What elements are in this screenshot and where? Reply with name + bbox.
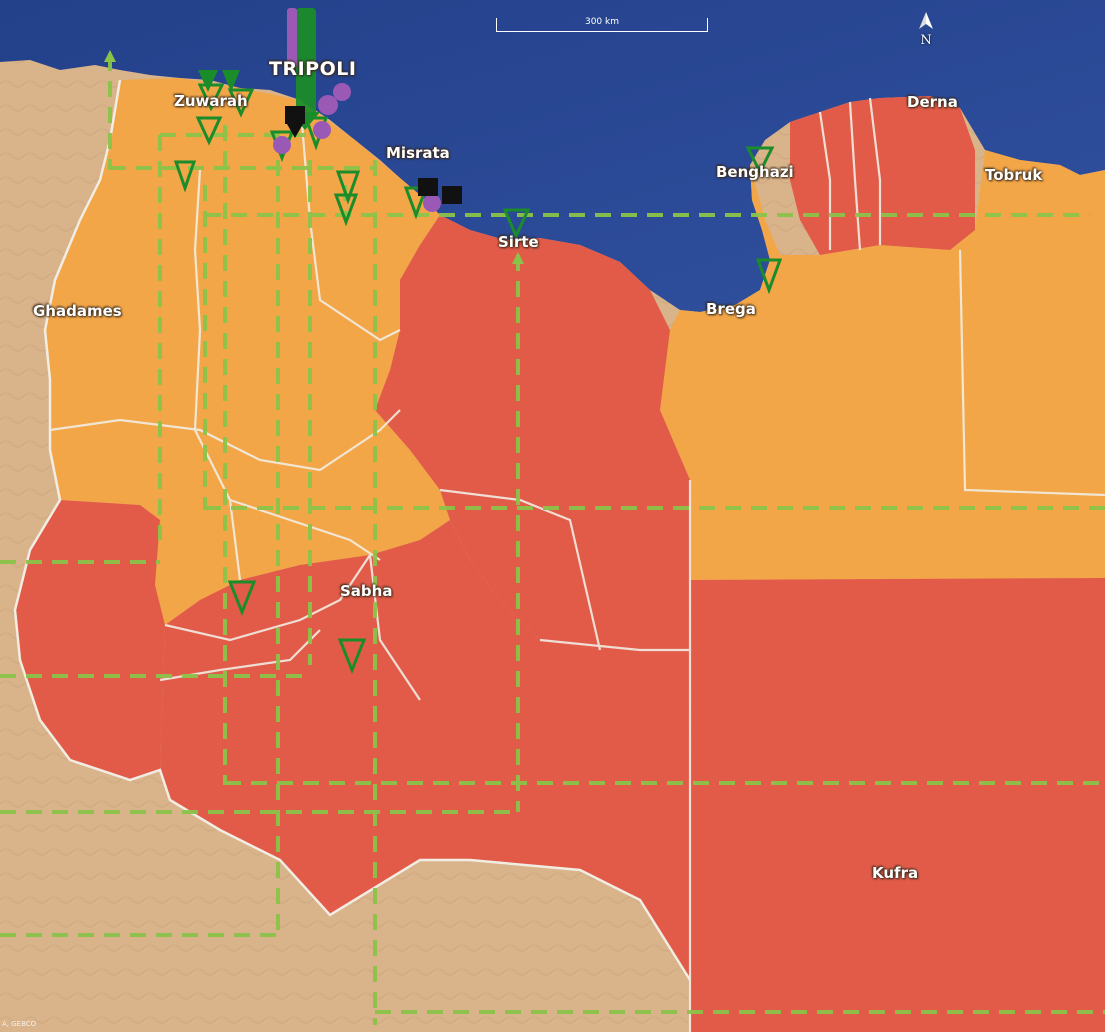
- marker-purple[interactable]: [273, 136, 291, 154]
- district-red-south[interactable]: [160, 520, 1105, 1032]
- marker-purple[interactable]: [313, 121, 331, 139]
- marker-purple[interactable]: [287, 8, 297, 68]
- city-label-zuwarah: Zuwarah: [174, 92, 248, 110]
- black-markers[interactable]: [285, 106, 462, 204]
- city-label-benghazi: Benghazi: [716, 163, 794, 181]
- marker-purple[interactable]: [333, 83, 351, 101]
- map-attribution: A, GEBCO: [2, 1020, 37, 1028]
- marker-triangle[interactable]: [745, 146, 775, 176]
- marker-purple[interactable]: [318, 95, 338, 115]
- district-red-cyrenaica[interactable]: [790, 96, 975, 255]
- marker-triangle[interactable]: [337, 638, 367, 675]
- marker-black[interactable]: [418, 178, 438, 196]
- north-arrow-icon: N: [914, 12, 938, 50]
- city-label-tripoli: TRIPOLI: [269, 58, 357, 80]
- marker-triangle[interactable]: [403, 186, 429, 220]
- marker-triangle[interactable]: [502, 208, 531, 240]
- scale-label: 300 km: [584, 17, 620, 27]
- city-label-sabha: Sabha: [340, 582, 393, 600]
- district-borders: [49, 97, 1105, 1032]
- marker-black[interactable]: [442, 186, 462, 204]
- marker-triangle[interactable]: [227, 580, 257, 617]
- city-label-brega: Brega: [706, 300, 756, 318]
- city-label-tobruk: Tobruk: [985, 166, 1043, 184]
- marker-triangle[interactable]: [173, 160, 197, 193]
- marker-triangle[interactable]: [227, 88, 255, 118]
- districts: [15, 78, 1105, 1032]
- scale-bar: 300 km: [496, 17, 708, 32]
- city-label-misrata: Misrata: [386, 144, 450, 162]
- marker-triangle[interactable]: [195, 116, 223, 146]
- marker-black[interactable]: [285, 106, 305, 124]
- district-red-central[interactable]: [375, 215, 690, 650]
- north-arrow-shape: [919, 12, 933, 29]
- mediterranean-sea: [0, 0, 1105, 312]
- north-label: N: [920, 33, 932, 48]
- marker-triangle[interactable]: [335, 170, 361, 205]
- grid-arrows: [104, 50, 524, 264]
- district-red-southwest[interactable]: [15, 500, 165, 780]
- marker-triangle[interactable]: [333, 193, 359, 227]
- marker-purple[interactable]: [423, 194, 441, 212]
- city-label-kufra: Kufra: [872, 864, 919, 882]
- district-orange-east[interactable]: [660, 150, 1105, 580]
- city-label-ghadames: Ghadames: [33, 302, 122, 320]
- marker-triangle[interactable]: [755, 258, 783, 295]
- purple-markers[interactable]: [273, 8, 441, 212]
- city-label-derna: Derna: [907, 93, 958, 111]
- country-border: [13, 79, 692, 981]
- city-label-sirte: Sirte: [498, 233, 539, 251]
